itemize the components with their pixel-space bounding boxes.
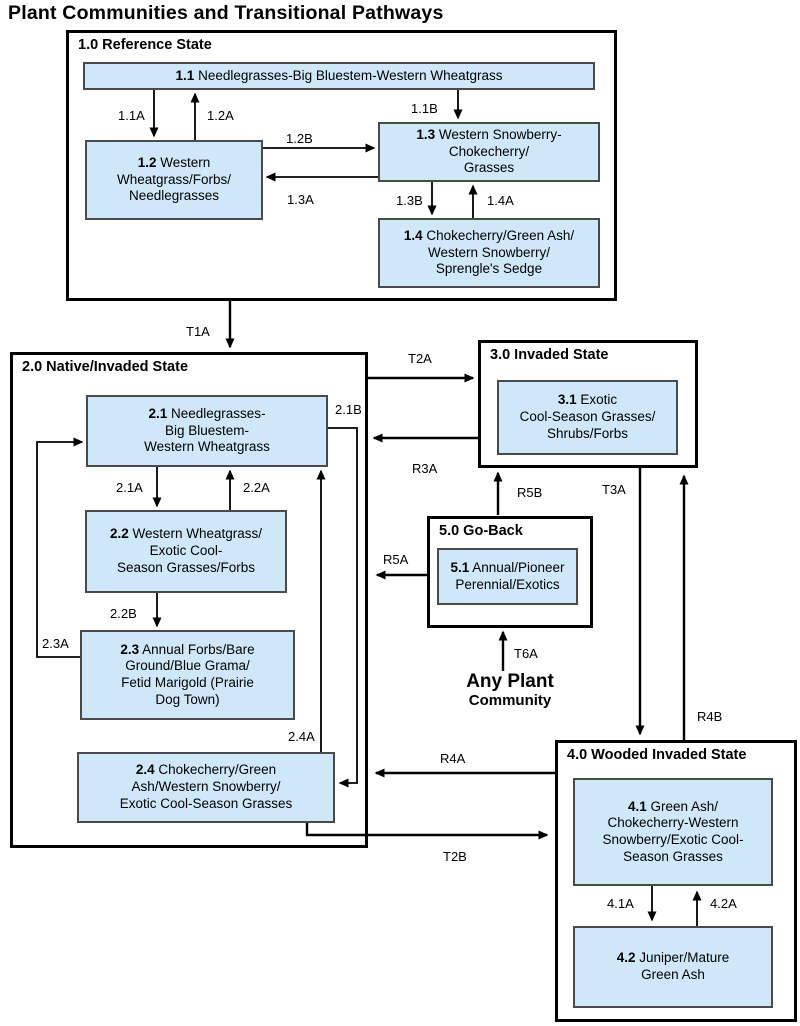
community-box-2-1: 2.1 Needlegrasses- Big Bluestem- Western… — [86, 395, 328, 467]
transition-label-T6A: T6A — [514, 646, 538, 661]
pathway-label-1-3B: 1.3B — [396, 193, 423, 208]
community-box-4-1: 4.1 Green Ash/ Chokecherry-Western Snowb… — [573, 778, 773, 886]
any-plant-line1: Any Plant — [466, 671, 554, 692]
community-id-4-1: 4.1 — [627, 798, 647, 814]
community-id-4-2: 4.2 — [616, 950, 636, 966]
restoration-label-R4B: R4B — [697, 709, 723, 724]
any-plant-line2: Community — [468, 691, 552, 709]
community-name-2-2: Western Wheatgrass/ Exotic Cool- Season … — [116, 526, 263, 575]
pathway-label-2-1A: 2.1A — [116, 480, 143, 495]
restoration-label-R5A: R5A — [383, 552, 409, 567]
state-label-1-0: 1.0 Reference State — [78, 37, 212, 53]
community-box-1-3: 1.3 Western Snowberry- Chokecherry/ Gras… — [378, 122, 600, 182]
community-box-2-2: 2.2 Western Wheatgrass/ Exotic Cool- Sea… — [85, 510, 287, 593]
pathway-label-4-1A: 4.1A — [607, 896, 634, 911]
community-name-4-2: Juniper/Mature Green Ash — [639, 950, 730, 982]
state-label-5-0: 5.0 Go-Back — [439, 523, 523, 539]
restoration-label-R3A: R3A — [412, 461, 438, 476]
pathway-label-4-2A: 4.2A — [710, 896, 737, 911]
pathway-label-2-3A: 2.3A — [42, 636, 69, 651]
community-name-5-1: Annual/Pioneer Perennial/Exotics — [455, 559, 565, 592]
any-plant-community-annotation: Any Plant Community — [450, 671, 570, 709]
community-name-3-1: Exotic Cool-Season Grasses/ Shrubs/Forbs — [519, 392, 656, 441]
community-id-1-2: 1.2 — [137, 154, 157, 170]
community-box-4-2: 4.2 Juniper/Mature Green Ash — [573, 926, 773, 1008]
transition-label-T1A: T1A — [186, 324, 210, 339]
state-label-4-0: 4.0 Wooded Invaded State — [567, 747, 747, 763]
community-id-1-4: 1.4 — [403, 227, 423, 243]
pathway-label-1-1B: 1.1B — [411, 101, 438, 116]
transition-label-T2B: T2B — [443, 849, 467, 864]
pathway-label-1-4A: 1.4A — [487, 193, 514, 208]
community-name-2-4: Chokecherry/Green Ash/Western Snowberry/… — [119, 762, 293, 811]
pathway-label-2-2A: 2.2A — [243, 480, 270, 495]
pathway-label-2-4A: 2.4A — [288, 729, 315, 744]
state-label-3-0: 3.0 Invaded State — [490, 347, 609, 363]
page-title: Plant Communities and Transitional Pathw… — [8, 2, 444, 24]
restoration-label-R5B: R5B — [517, 485, 543, 500]
pathway-label-1-2B: 1.2B — [286, 131, 313, 146]
transition-label-T3A: T3A — [602, 482, 626, 497]
community-id-2-3: 2.3 — [120, 641, 140, 657]
community-name-1-4: Chokecherry/Green Ash/ Western Snowberry… — [426, 227, 575, 277]
community-id-3-1: 3.1 — [557, 392, 577, 408]
community-id-2-2: 2.2 — [109, 526, 129, 542]
community-box-1-2: 1.2 Western Wheatgrass/Forbs/ Needlegras… — [85, 140, 263, 220]
community-name-4-1: Green Ash/ Chokecherry-Western Snowberry… — [602, 798, 744, 864]
pathway-label-2-2B: 2.2B — [110, 606, 137, 621]
community-name-1-2: Western Wheatgrass/Forbs/ Needlegrasses — [116, 154, 232, 204]
pathway-label-2-1B: 2.1B — [335, 402, 362, 417]
community-id-2-1: 2.1 — [148, 405, 168, 421]
community-box-2-3: 2.3 Annual Forbs/Bare Ground/Blue Grama/… — [80, 630, 295, 720]
community-id-5-1: 5.1 — [450, 559, 470, 575]
community-name-2-3: Annual Forbs/Bare Ground/Blue Grama/ Fet… — [121, 641, 255, 707]
community-box-3-1: 3.1 Exotic Cool-Season Grasses/ Shrubs/F… — [497, 380, 678, 455]
community-name-1-1: Needlegrasses-Big Bluestem-Western Wheat… — [198, 67, 503, 83]
community-id-1-1: 1.1 — [175, 67, 195, 83]
restoration-label-R4A: R4A — [440, 751, 466, 766]
community-name-1-3: Western Snowberry- Chokecherry/ Grasses — [438, 126, 562, 176]
community-box-1-4: 1.4 Chokecherry/Green Ash/ Western Snowb… — [378, 218, 600, 288]
community-name-2-1: Needlegrasses- Big Bluestem- Western Whe… — [144, 405, 270, 455]
transition-label-T2A: T2A — [408, 351, 432, 366]
community-box-1-1: 1.1 Needlegrasses-Big Bluestem-Western W… — [83, 62, 595, 90]
pathway-label-1-2A: 1.2A — [207, 108, 234, 123]
pathway-label-1-3A: 1.3A — [287, 192, 314, 207]
pathway-label-1-1A: 1.1A — [118, 108, 145, 123]
community-box-5-1: 5.1 Annual/Pioneer Perennial/Exotics — [437, 548, 578, 605]
community-id-2-4: 2.4 — [135, 762, 155, 778]
community-box-2-4: 2.4 Chokecherry/Green Ash/Western Snowbe… — [77, 752, 335, 823]
community-id-1-3: 1.3 — [416, 126, 436, 142]
state-label-2-0: 2.0 Native/Invaded State — [22, 359, 189, 375]
